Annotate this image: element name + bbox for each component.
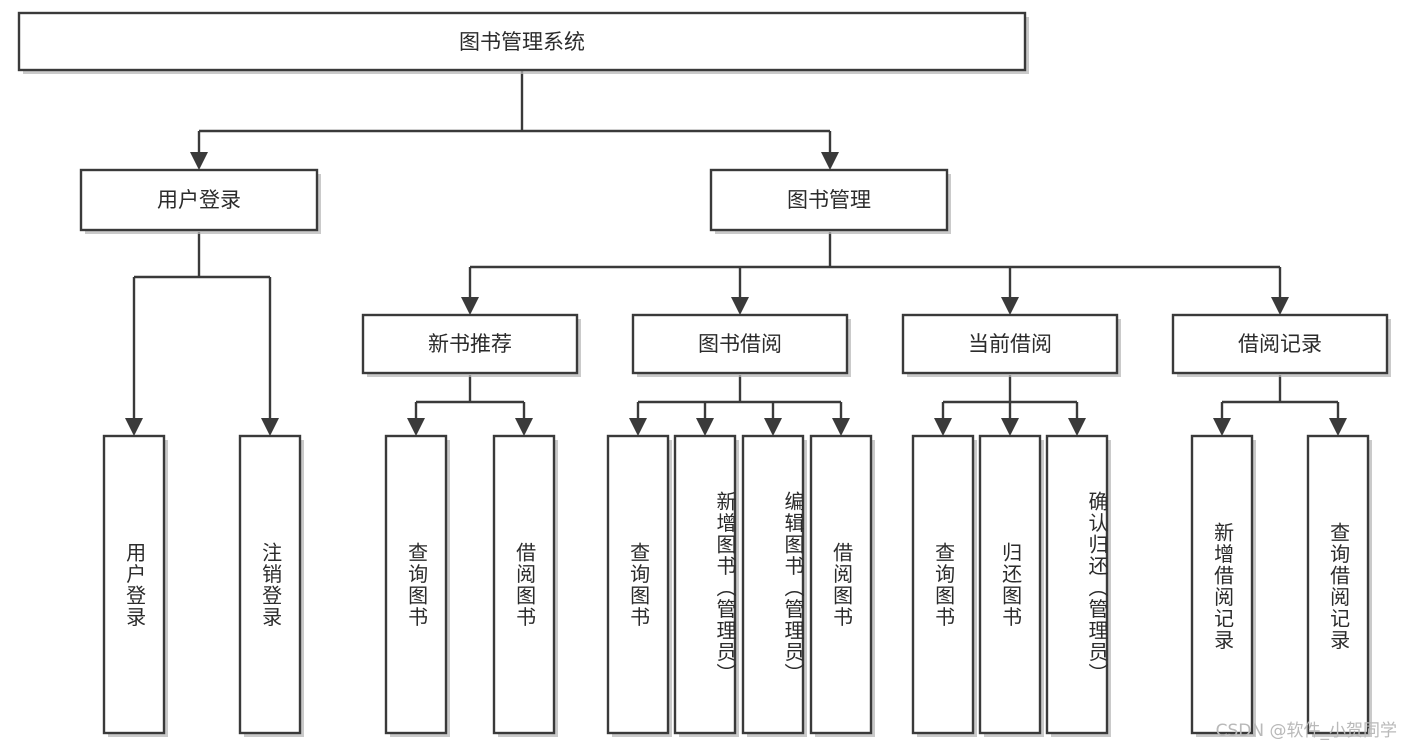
node-borrow-record-box[interactable] xyxy=(1171,313,1389,375)
arrowhead-leaf-user-login xyxy=(125,418,143,436)
node-new-book-recommend[interactable]: 新书推荐 xyxy=(361,313,581,377)
arrowhead-leaf-add-record xyxy=(1213,418,1231,436)
node-current-borrow-box[interactable] xyxy=(901,313,1119,375)
node-leaf-add-record[interactable] xyxy=(1190,434,1256,737)
node-leaf-add-book-label: 新增图书（管理员） xyxy=(713,490,737,685)
node-leaf-borrow-book-1-label: 借阅图书 xyxy=(512,541,537,628)
node-leaf-query-record[interactable] xyxy=(1306,434,1372,737)
node-user-login[interactable]: 用户登录 xyxy=(79,168,321,234)
node-leaf-query-book-3[interactable] xyxy=(911,434,977,737)
node-leaf-query-book-1[interactable] xyxy=(384,434,450,737)
node-book-manage-box[interactable] xyxy=(709,168,949,232)
node-current-borrow-label: 当前借阅 xyxy=(968,332,1052,356)
node-leaf-confirm-return-box[interactable] xyxy=(1045,434,1109,735)
node-leaf-borrow-book-2-box[interactable] xyxy=(809,434,873,735)
node-root[interactable]: 图书管理系统 xyxy=(17,11,1029,74)
node-leaf-edit-book-label: 编辑图书（管理员） xyxy=(781,490,805,685)
node-leaf-query-book-2-label: 查询图书 xyxy=(626,541,651,628)
arrowhead-leaf-query-book-2 xyxy=(629,418,647,436)
node-leaf-user-logout-label: 注销登录 xyxy=(258,541,283,628)
arrowhead-book-borrow xyxy=(731,297,749,315)
arrowhead-leaf-borrow-book-1 xyxy=(515,418,533,436)
node-leaf-borrow-book-2-label: 借阅图书 xyxy=(829,541,854,628)
node-leaf-query-book-1-label: 查询图书 xyxy=(404,541,429,628)
arrowhead-leaf-query-book-3 xyxy=(934,418,952,436)
node-leaf-borrow-book-2[interactable] xyxy=(809,434,875,737)
node-leaf-return-book[interactable] xyxy=(978,434,1044,737)
node-borrow-record[interactable]: 借阅记录 xyxy=(1171,313,1391,377)
node-leaf-user-logout[interactable] xyxy=(238,434,304,737)
node-user-login-label: 用户登录 xyxy=(157,188,241,212)
node-leaf-return-book-box[interactable] xyxy=(978,434,1042,735)
node-leaf-query-record-box[interactable] xyxy=(1306,434,1370,735)
node-leaf-user-logout-box[interactable] xyxy=(238,434,302,735)
arrowhead-leaf-borrow-book-2 xyxy=(832,418,850,436)
node-leaf-user-login-label: 用户登录 xyxy=(122,541,147,628)
node-root-label: 图书管理系统 xyxy=(459,30,585,54)
node-current-borrow[interactable]: 当前借阅 xyxy=(901,313,1121,377)
arrowhead-leaf-user-logout xyxy=(261,418,279,436)
csdn-watermark: CSDN @软件_小贺同学 xyxy=(1215,721,1397,741)
node-leaf-query-book-3-label: 查询图书 xyxy=(931,541,956,628)
node-leaf-borrow-book-1-box[interactable] xyxy=(492,434,556,735)
connector-group xyxy=(125,70,1347,436)
node-new-book-recommend-label: 新书推荐 xyxy=(428,332,512,356)
node-leaf-add-record-box[interactable] xyxy=(1190,434,1254,735)
node-new-book-recommend-box[interactable] xyxy=(361,313,579,375)
arrowhead-leaf-return-book xyxy=(1001,418,1019,436)
node-book-borrow-box[interactable] xyxy=(631,313,849,375)
node-leaf-edit-book[interactable] xyxy=(741,434,807,737)
node-leaf-confirm-return-label: 确认归还（管理员） xyxy=(1085,490,1109,685)
node-leaf-add-record-label: 新增借阅记录 xyxy=(1210,521,1235,651)
node-leaf-query-book-2[interactable] xyxy=(606,434,672,737)
node-book-manage-label: 图书管理 xyxy=(787,188,871,212)
arrowhead-leaf-query-book-1 xyxy=(407,418,425,436)
node-leaf-query-book-3-box[interactable] xyxy=(911,434,975,735)
arrowhead-leaf-query-record xyxy=(1329,418,1347,436)
node-book-manage[interactable]: 图书管理 xyxy=(709,168,951,234)
node-user-login-box[interactable] xyxy=(79,168,319,232)
node-leaf-confirm-return[interactable] xyxy=(1045,434,1111,737)
node-leaf-user-login[interactable] xyxy=(102,434,168,737)
node-book-borrow-label: 图书借阅 xyxy=(698,332,782,356)
node-leaf-return-book-label: 归还图书 xyxy=(998,541,1023,628)
arrowhead-borrow-record xyxy=(1271,297,1289,315)
node-leaf-query-book-2-box[interactable] xyxy=(606,434,670,735)
arrowhead-leaf-edit-book xyxy=(764,418,782,436)
node-borrow-record-label: 借阅记录 xyxy=(1238,332,1322,356)
node-leaf-borrow-book-1[interactable] xyxy=(492,434,558,737)
arrowhead-book-manage xyxy=(821,152,839,170)
arrowhead-user-login xyxy=(190,152,208,170)
node-leaf-query-book-1-box[interactable] xyxy=(384,434,448,735)
node-leaf-user-login-box[interactable] xyxy=(102,434,166,735)
node-root-box[interactable] xyxy=(17,11,1027,72)
node-book-borrow[interactable]: 图书借阅 xyxy=(631,313,851,377)
arrowhead-leaf-confirm-return xyxy=(1068,418,1086,436)
node-leaf-edit-book-box[interactable] xyxy=(741,434,805,735)
arrowhead-current-borrow xyxy=(1001,297,1019,315)
node-leaf-add-book-box[interactable] xyxy=(673,434,737,735)
arrowhead-leaf-add-book xyxy=(696,418,714,436)
arrowhead-new-book-recommend xyxy=(461,297,479,315)
node-leaf-query-record-label: 查询借阅记录 xyxy=(1326,521,1351,651)
node-leaf-add-book[interactable] xyxy=(673,434,739,737)
